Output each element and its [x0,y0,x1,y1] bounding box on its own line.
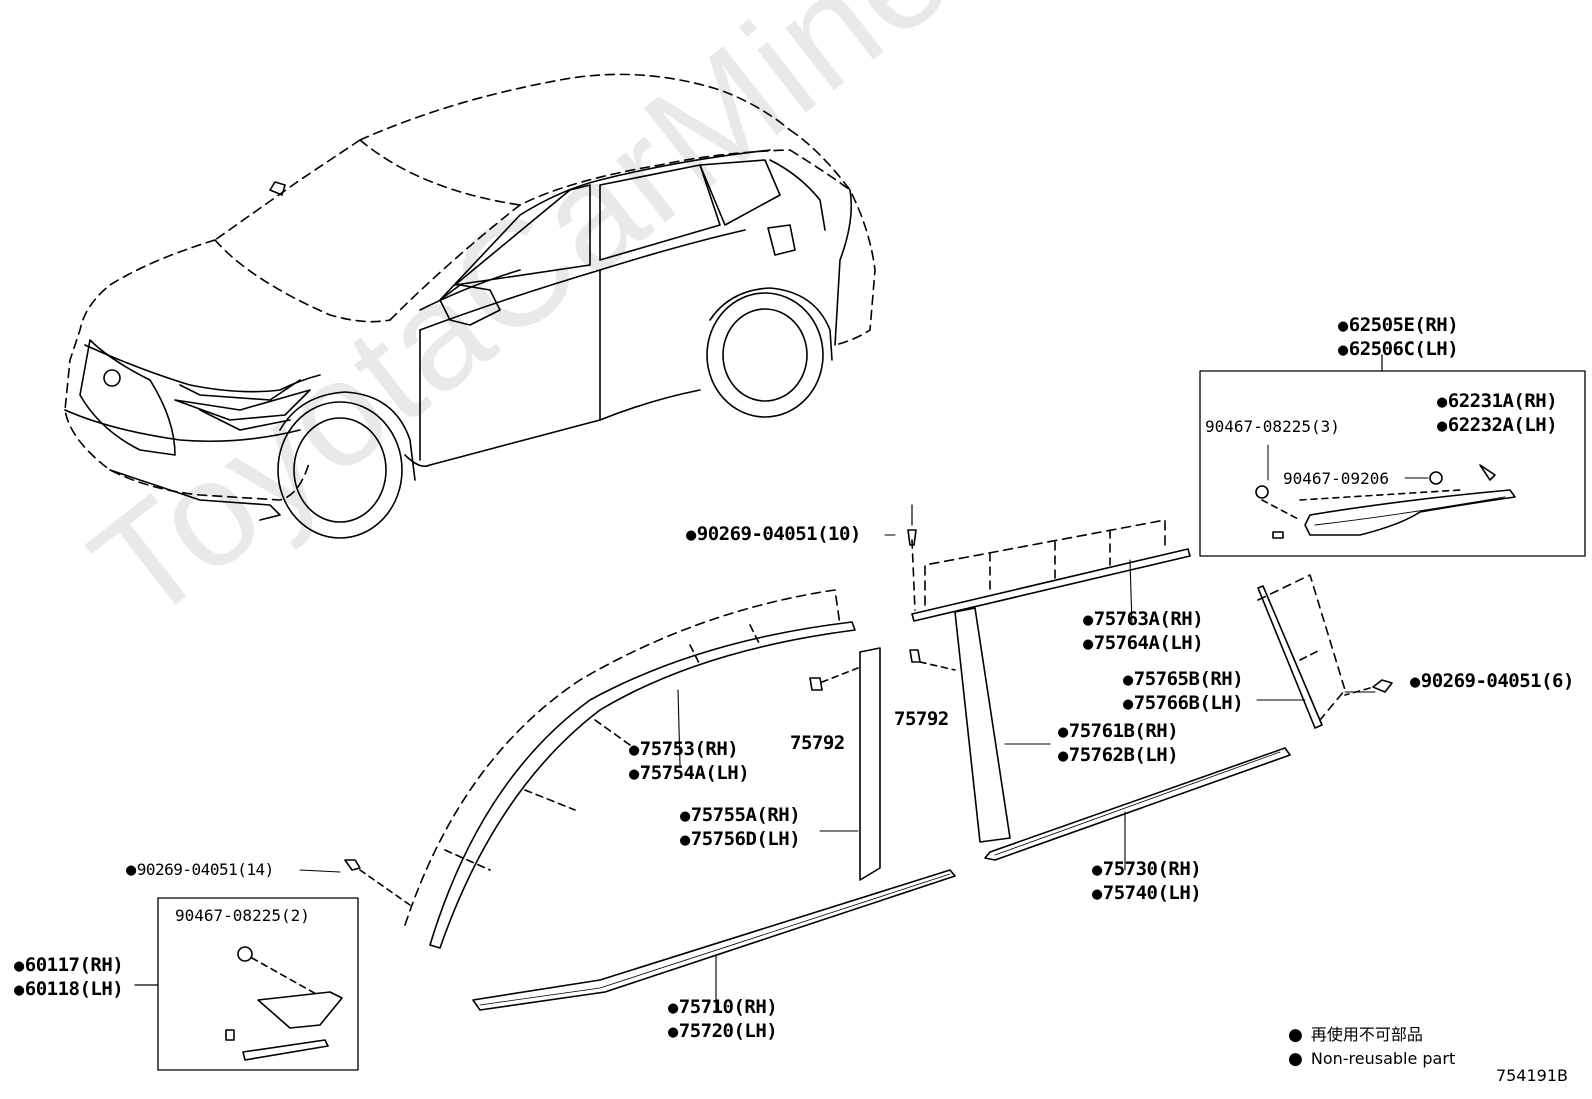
label-75765: 75765B(RH) [1123,668,1244,691]
label-75753: 75753(RH) [629,738,739,761]
legend-bullet-icon: ● [1288,1049,1303,1069]
label-75763: 75763A(RH) [1083,608,1204,631]
part-75753-arc [429,621,856,949]
legend-row-jp: ● 再使用不可部品 [1288,1024,1423,1046]
legend-text-en: Non-reusable part [1310,1049,1456,1068]
label-75710: 75710(RH) [668,996,778,1019]
label-75761: 75761B(RH) [1058,720,1179,743]
label-75792-a: 75792 [790,732,845,754]
label-90467-08225-2: 90467-08225(2) [175,906,310,925]
part-75710-belt [472,869,956,1011]
label-90269-14-text: 90269-04051(14) [136,860,275,879]
part-62505-molding [1304,489,1516,536]
label-75764-text: 75764A(LH) [1093,632,1204,654]
label-75753-text: 75753(RH) [639,738,739,760]
label-62231: 62231A(RH) [1437,390,1558,413]
label-62231-text: 62231A(RH) [1447,390,1558,412]
label-75720: 75720(LH) [668,1020,778,1043]
kit-box-62505 [1199,370,1586,557]
part-75761-pillar [954,607,1011,843]
part-75730-belt [984,747,1291,861]
label-75766: 75766B(LH) [1123,692,1244,715]
label-60117-text: 60117(RH) [24,954,124,976]
label-75762-text: 75762B(LH) [1068,744,1179,766]
label-75754: 75754A(LH) [629,762,750,785]
label-90269-6: 90269-04051(6) [1410,670,1575,693]
label-75756: 75756D(LH) [680,828,801,851]
label-75740-text: 75740(LH) [1102,882,1202,904]
label-75730: 75730(RH) [1092,858,1202,881]
part-60117 [257,991,343,1029]
label-90467-08225-3: 90467-08225(3) [1205,417,1340,436]
clip-90467-08225-2 [237,946,253,962]
legend-row-en: ● Non-reusable part [1288,1048,1455,1070]
label-62506: 62506C(LH) [1338,338,1459,361]
part-75765-molding [1257,585,1323,729]
label-75766-text: 75766B(LH) [1133,692,1244,714]
label-75755-text: 75755A(RH) [690,804,801,826]
label-90269-14: 90269-04051(14) [126,858,275,881]
label-75754-text: 75754A(LH) [639,762,750,784]
label-75765-text: 75765B(RH) [1133,668,1244,690]
label-75710-text: 75710(RH) [678,996,778,1018]
label-75763-text: 75763A(RH) [1093,608,1204,630]
label-90269-6-text: 90269-04051(6) [1420,670,1575,692]
label-62232-text: 62232A(LH) [1447,414,1558,436]
kit-box-60117 [157,897,359,1071]
label-75764: 75764A(LH) [1083,632,1204,655]
label-62506-text: 62506C(LH) [1348,338,1459,360]
label-60118-text: 60118(LH) [24,978,124,1000]
label-90269-10-text: 90269-04051(10) [696,523,862,545]
label-75792-b: 75792 [894,708,949,730]
label-90467-09206: 90467-09206 [1283,469,1389,488]
legend-bullet-icon: ● [1288,1025,1303,1045]
label-62505-text: 62505E(RH) [1348,314,1459,336]
vehicle-illustration [64,73,876,539]
label-90269-10: 90269-04051(10) [686,523,862,546]
label-60117: 60117(RH) [14,954,124,977]
label-75761-text: 75761B(RH) [1068,720,1179,742]
label-75740: 75740(LH) [1092,882,1202,905]
part-75755-pillar [859,647,881,881]
label-62505: 62505E(RH) [1338,314,1459,337]
label-62232: 62232A(LH) [1437,414,1558,437]
label-75720-text: 75720(LH) [678,1020,778,1042]
label-75730-text: 75730(RH) [1102,858,1202,880]
figure-reference: 754191B [1495,1066,1568,1085]
label-75756-text: 75756D(LH) [690,828,801,850]
part-75763-molding [911,548,1191,622]
label-75755: 75755A(RH) [680,804,801,827]
clip-75792-a [809,677,823,691]
label-60118: 60118(LH) [14,978,124,1001]
label-75762: 75762B(LH) [1058,744,1179,767]
legend-text-jp: 再使用不可部品 [1310,1025,1423,1044]
clip-75792-b [909,649,921,663]
